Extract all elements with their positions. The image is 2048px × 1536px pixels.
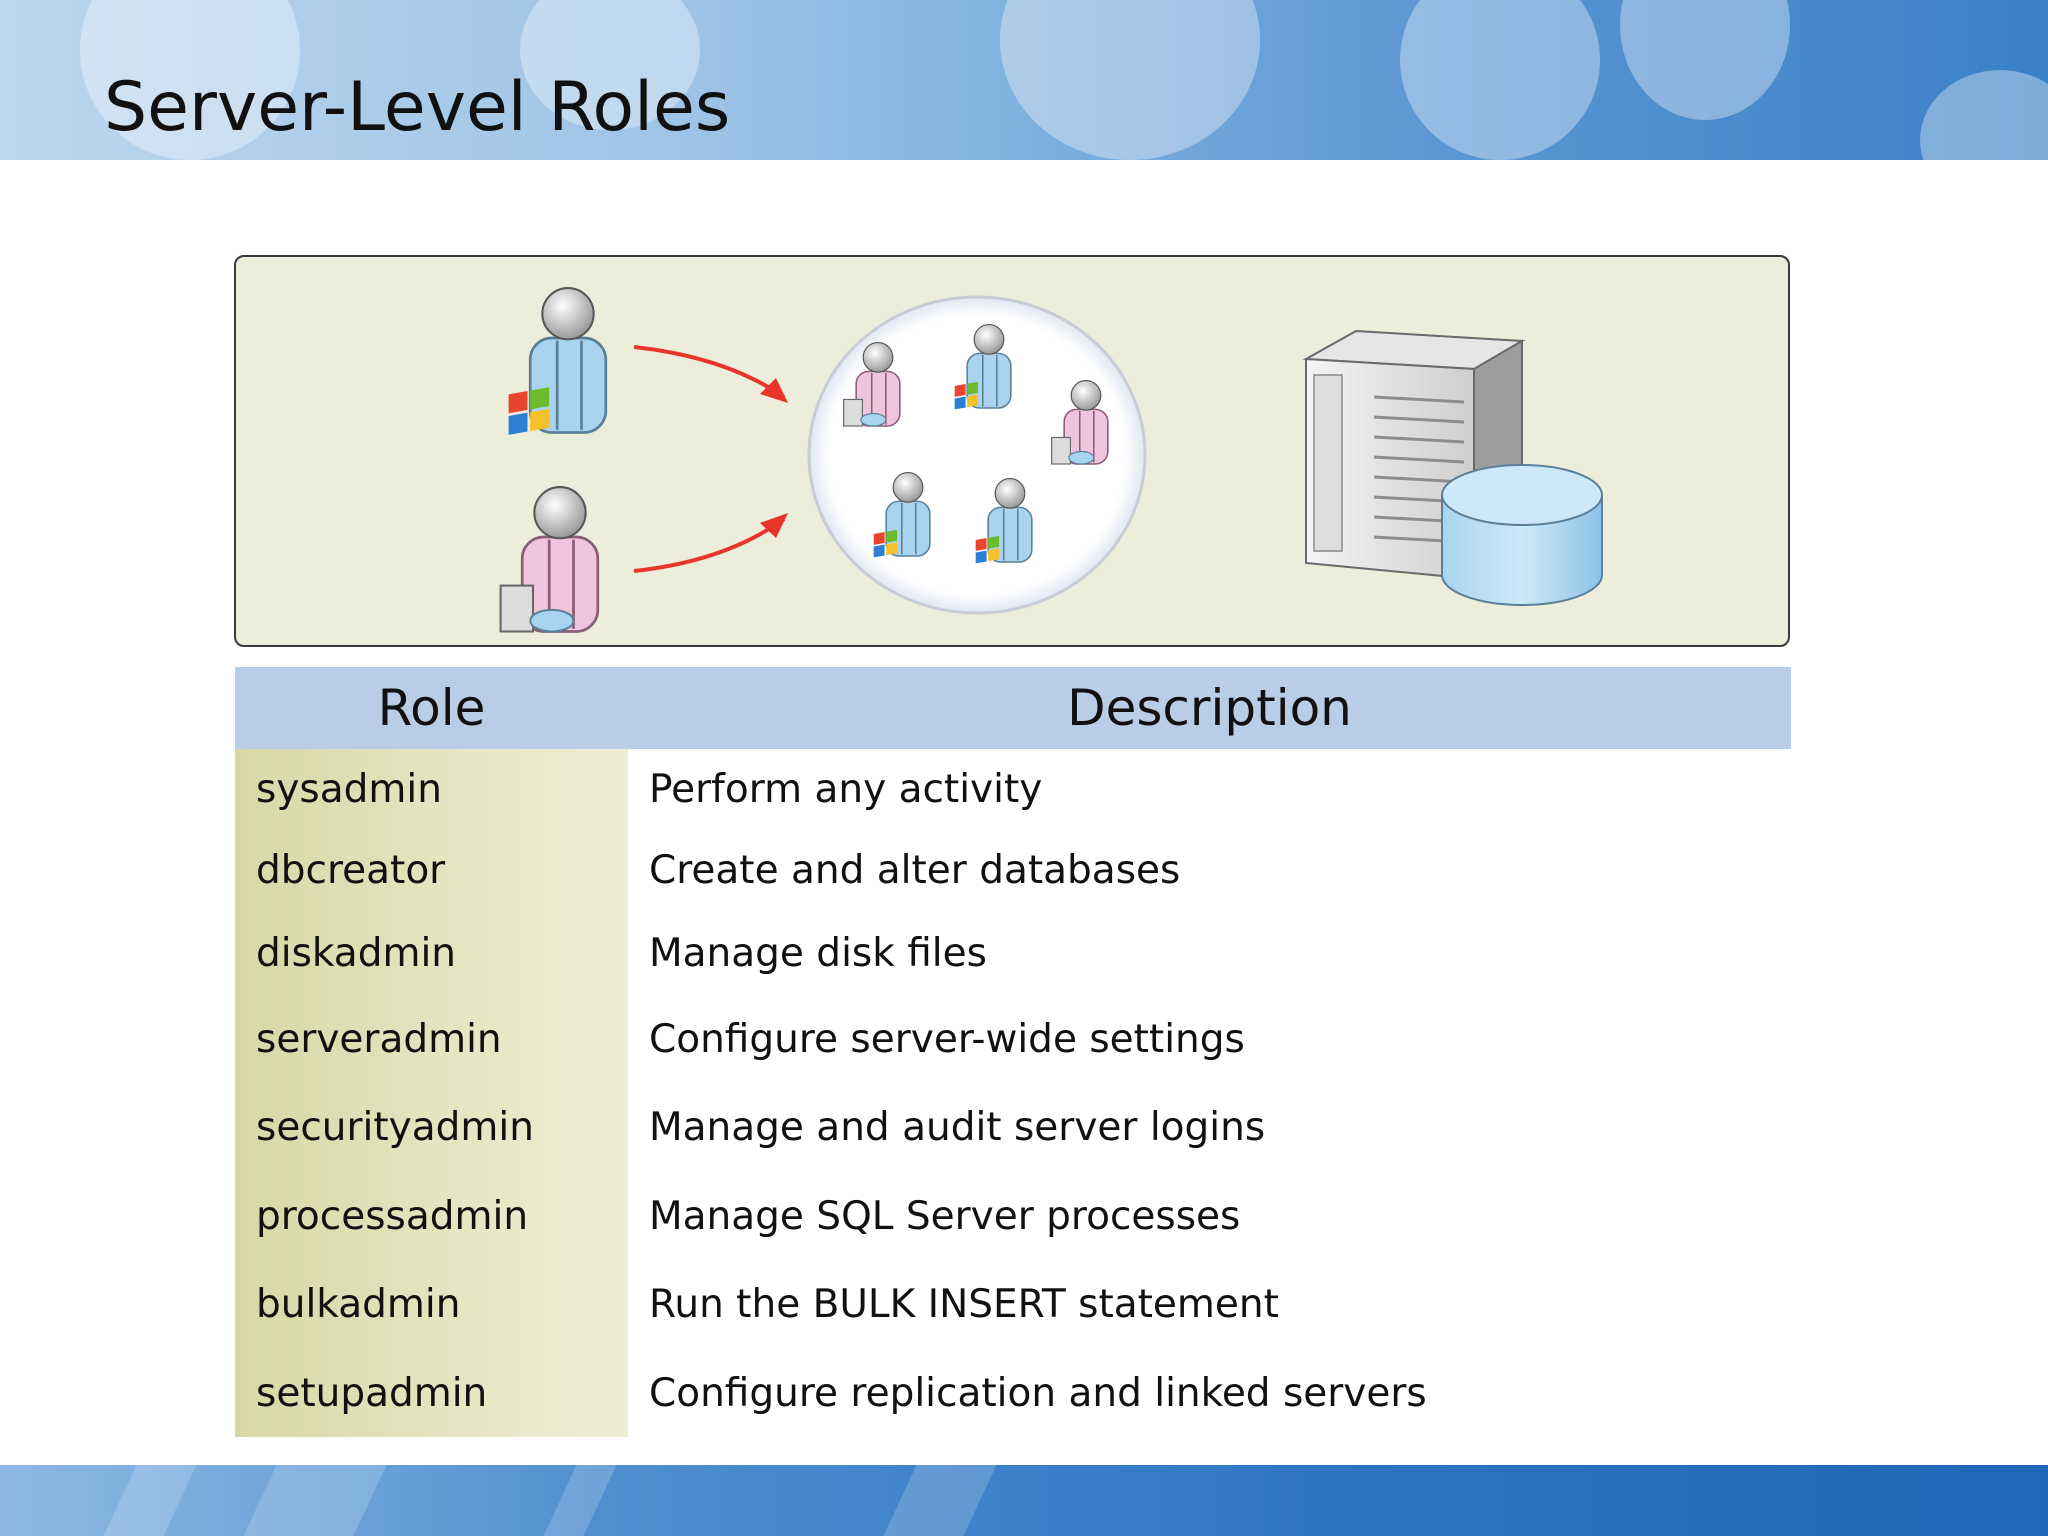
footer-streak [103,1465,197,1536]
database-icon [1441,464,1603,606]
table-row: securityadmin Manage and audit server lo… [235,1083,1791,1172]
footer-streak [883,1465,997,1536]
table-header-row: Role Description [235,667,1791,749]
banner-bubble [1400,0,1600,160]
role-cell: sysadmin [235,749,628,829]
role-cell: setupadmin [235,1349,628,1437]
role-cell: bulkadmin [235,1260,628,1349]
diagram-canvas [499,286,1603,633]
description-cell: Manage SQL Server processes [628,1172,1791,1260]
role-cell: processadmin [235,1172,628,1260]
role-cell: securityadmin [235,1083,628,1172]
column-header-description: Description [628,667,1791,749]
banner-bubble [1620,0,1790,120]
sql-login-user-icon [499,485,600,633]
banner-bubble [1920,70,2048,160]
role-cell: dbcreator [235,829,628,911]
table-row: bulkadmin Run the BULK INSERT statement [235,1260,1791,1349]
description-cell: Run the BULK INSERT statement [628,1260,1791,1349]
page-title: Server-Level Roles [104,68,731,147]
arrow-icon [633,345,788,403]
description-cell: Manage and audit server logins [628,1083,1791,1172]
banner-bubble [1000,0,1260,160]
role-cell: diskadmin [235,911,628,995]
table-row: serveradmin Configure server-wide settin… [235,995,1791,1083]
server-role-group-icon [807,295,1147,615]
table-row: processadmin Manage SQL Server processes [235,1172,1791,1260]
footer-banner [0,1465,2048,1536]
title-banner [0,0,2048,160]
server-icon [1302,329,1526,581]
arrow-icon [633,513,788,573]
table-row: sysadmin Perform any activity [235,749,1791,829]
roles-diagram [234,255,1790,647]
banner-bubble [520,0,700,130]
table-row: dbcreator Create and alter databases [235,829,1791,911]
footer-streak [243,1465,387,1536]
role-cell: serveradmin [235,995,628,1083]
description-cell: Perform any activity [628,749,1791,829]
description-cell: Manage disk files [628,911,1791,995]
description-cell: Create and alter databases [628,829,1791,911]
footer-streak [543,1465,617,1536]
table-row: setupadmin Configure replication and lin… [235,1349,1791,1437]
roles-table: Role Description sysadmin Perform any ac… [235,667,1791,1437]
column-header-role: Role [235,667,628,749]
table-row: diskadmin Manage disk files [235,911,1791,995]
description-cell: Configure server-wide settings [628,995,1791,1083]
windows-user-icon [507,286,608,437]
description-cell: Configure replication and linked servers [628,1349,1791,1437]
